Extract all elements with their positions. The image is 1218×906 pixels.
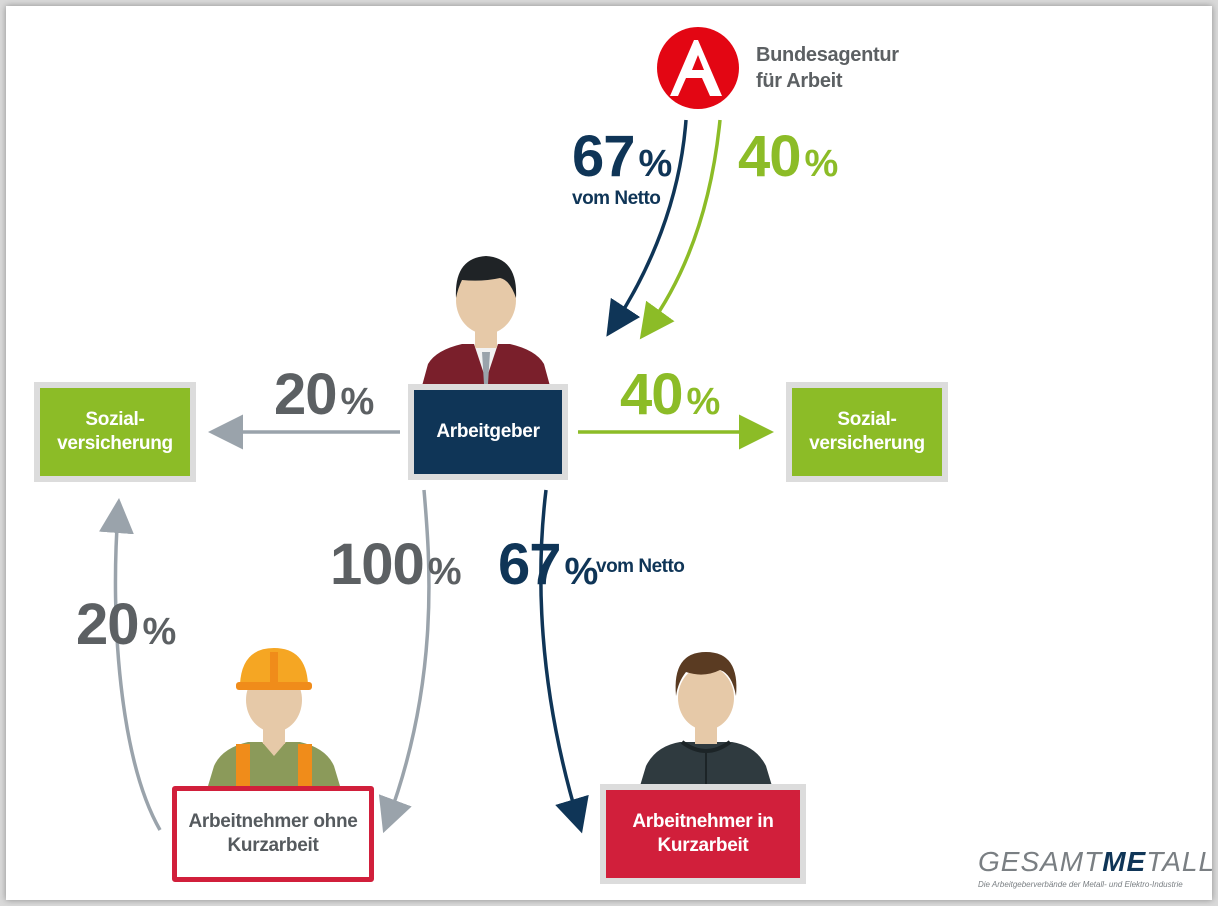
flow-worker-without-sym: % (427, 551, 462, 593)
social-insurance-left-box: Sozial- versicherung (34, 382, 196, 482)
social-left-line1: Sozial- (85, 409, 145, 430)
flow-worker-short-note: vom Netto (596, 556, 685, 577)
flow-worker-without-num: 100 (330, 532, 425, 597)
flow-social-left-sym: % (340, 381, 375, 423)
agency-name: Bundesagentur für Arbeit (756, 42, 899, 94)
arrow-employer-to-worker-short (539, 489, 589, 834)
flow-worker-social-num: 20 (76, 592, 140, 657)
social-insurance-right-box: Sozial- versicherung (786, 382, 948, 482)
flow-social-right-num: 40 (620, 362, 684, 427)
flow-agency-net-sym: % (638, 143, 673, 185)
agency-name-line1: Bundesagentur (756, 44, 899, 66)
diagram-frame (6, 6, 1212, 900)
flow-agency-social-value: 40% (738, 128, 839, 186)
flow-social-left-num: 20 (274, 362, 338, 427)
flow-worker-social-value: 20% (76, 596, 177, 654)
flow-worker-short-num: 67 (498, 532, 562, 597)
employer-box: Arbeitgeber (408, 384, 568, 480)
worker-without-shorttime-box: Arbeitnehmer ohne Kurzarbeit (172, 786, 374, 882)
brand-part1: GESAMT (978, 846, 1103, 877)
arrow-agency-to-employer-social (639, 119, 722, 340)
worker-short-line1: Arbeitnehmer in (632, 811, 774, 832)
social-left-line2: versicherung (57, 433, 173, 454)
flow-social-right-value: 40% (620, 366, 721, 424)
agency-name-line2: für Arbeit (756, 70, 843, 92)
arrow-employer-to-worker-without (378, 489, 431, 834)
flow-worker-short-sym: % (564, 551, 599, 593)
worker-shorttime-box: Arbeitnehmer in Kurzarbeit (600, 784, 806, 884)
worker-hoodie-person-icon (640, 652, 772, 786)
flow-social-right-sym: % (686, 381, 721, 423)
brand-part3: TALL (1146, 846, 1216, 877)
brand-logo: GESAMTMETALL (978, 846, 1215, 878)
worker-short-line2: Kurzarbeit (657, 835, 749, 856)
employer-person-icon (422, 256, 550, 386)
brand-part2: ME (1102, 846, 1147, 877)
social-right-line2: versicherung (809, 433, 925, 454)
arrow-worker-to-social-left (99, 498, 162, 831)
flow-agency-net-value: 67% (572, 128, 673, 186)
flow-social-left-value: 20% (274, 366, 375, 424)
flow-agency-net-note: vom Netto (572, 188, 661, 209)
flow-agency-social-num: 40 (738, 124, 802, 189)
flow-worker-short-value: 67% (498, 536, 599, 594)
arrow-agency-to-employer-net (606, 119, 688, 337)
flow-agency-social-sym: % (804, 143, 839, 185)
worker-hardhat-person-icon (208, 648, 340, 786)
worker-without-line1: Arbeitnehmer ohne (188, 811, 358, 832)
flow-agency-net-num: 67 (572, 124, 636, 189)
agency-logo-icon (657, 27, 739, 109)
worker-without-line2: Kurzarbeit (227, 835, 319, 856)
social-right-line1: Sozial- (837, 409, 897, 430)
brand-tagline: Die Arbeitgeberverbände der Metall- und … (978, 880, 1183, 889)
flow-worker-without-value: 100% (330, 536, 462, 594)
flow-worker-social-sym: % (142, 611, 177, 653)
